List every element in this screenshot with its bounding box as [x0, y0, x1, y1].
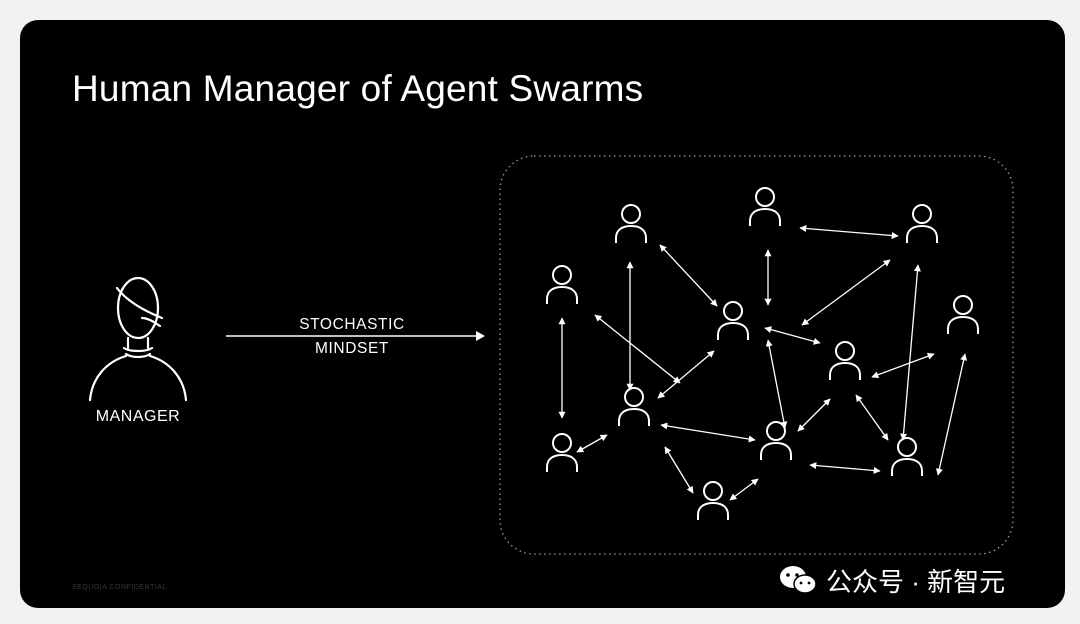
agent-link-3 — [799, 225, 899, 239]
slide: Human Manager of Agent Swarms MANAGER ST… — [20, 20, 1065, 608]
agent-link-18 — [855, 394, 889, 441]
agent-link-4 — [801, 259, 891, 326]
agent-link-19 — [809, 462, 881, 474]
agent-person-icon-8 — [618, 387, 650, 427]
agent-link-14 — [660, 422, 756, 443]
agent-person-icon-7 — [829, 341, 861, 381]
agent-link-8 — [765, 339, 788, 429]
agent-link-20 — [871, 352, 935, 379]
agent-link-7 — [657, 350, 715, 399]
watermark-text: 公众号 · 新智元 — [826, 566, 1006, 597]
agent-person-icon-10 — [760, 421, 792, 461]
manager-label: MANAGER — [95, 408, 181, 425]
agent-link-15 — [664, 446, 694, 494]
agent-link-6 — [594, 314, 681, 384]
agent-person-icon-11 — [891, 437, 923, 477]
agent-link-11 — [935, 353, 968, 476]
agent-person-icon-9 — [546, 433, 578, 473]
agent-person-icon-4 — [906, 204, 938, 244]
agent-person-icon-6 — [717, 301, 749, 341]
agent-link-13 — [576, 434, 608, 453]
agent-link-16 — [729, 478, 759, 501]
wechat-icon — [780, 566, 817, 594]
watermark: 公众号 · 新智元 — [778, 562, 1005, 598]
agent-link-9 — [764, 326, 821, 345]
agent-person-icon-3 — [749, 187, 781, 227]
arrow-label-line2: MINDSET — [315, 340, 389, 357]
agent-person-icon-1 — [546, 265, 578, 305]
swarm-boundary — [499, 155, 1014, 555]
stochastic-arrow — [226, 331, 485, 341]
agent-person-icon-12 — [697, 481, 729, 521]
agent-link-1 — [659, 244, 718, 307]
agent-swarm-diagram — [499, 155, 1014, 555]
manager-icon — [88, 276, 188, 402]
agent-link-17 — [797, 398, 831, 432]
agent-person-icon-2 — [615, 204, 647, 244]
confidential-note: SEQUOIA CONFIDENTIAL — [72, 584, 167, 591]
agent-person-icon-5 — [947, 295, 979, 335]
slide-title: Human Manager of Agent Swarms — [72, 68, 644, 109]
agent-link-10 — [900, 264, 921, 441]
arrow-label-line1: STOCHASTIC — [299, 316, 405, 333]
